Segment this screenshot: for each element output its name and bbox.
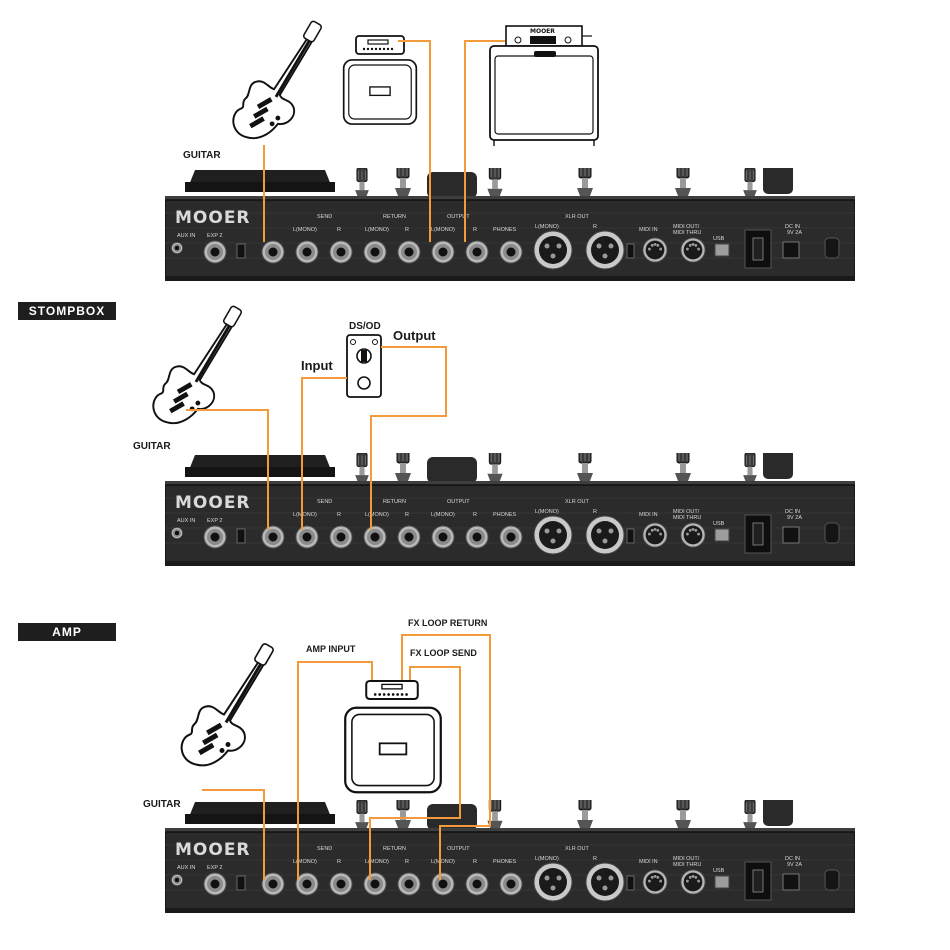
- processor-unit-1: [165, 162, 855, 281]
- ds-od-label: DS/OD: [349, 321, 381, 332]
- cable-output-r: [464, 40, 505, 242]
- head-brand: MOOER: [530, 28, 555, 35]
- section-stompbox: GUITAR DS/OD Input Output: [133, 305, 855, 566]
- input-label: Input: [301, 358, 333, 373]
- power-amp-icon: MOOER: [489, 25, 599, 146]
- stompbox-badge: STOMPBOX: [18, 302, 116, 320]
- cable-send-to-pedal: [301, 377, 347, 530]
- amp-badge: AMP: [18, 623, 116, 641]
- fx-loop-return-label: FX LOOP RETURN: [408, 618, 487, 628]
- cable-fx-send-to-return: [369, 666, 461, 880]
- amp-input-label: AMP INPUT: [306, 644, 356, 654]
- cable-pedal-to-return: [370, 346, 447, 530]
- cable-fx-return-to-output: [401, 634, 491, 880]
- cable-send-to-amp-input: [297, 661, 373, 880]
- processor-unit-3: [165, 794, 855, 913]
- guitar-label: GUITAR: [143, 799, 181, 810]
- guitar-label: GUITAR: [133, 441, 171, 452]
- guitar-icon: [179, 641, 276, 768]
- guitar-icon: [231, 20, 324, 140]
- amp-icon: [343, 679, 443, 794]
- section-main-output: GUITAR MOOER: [165, 20, 855, 281]
- guitar-icon: [151, 305, 244, 425]
- fx-loop-send-label: FX LOOP SEND: [410, 648, 477, 658]
- section-amp: GUITAR AMP INPUT FX LOOP RETURN FX LOOP …: [143, 618, 855, 913]
- guitar-label: GUITAR: [183, 150, 221, 161]
- stompbox-pedal-icon: [346, 334, 382, 398]
- cable-guitar-input: [202, 789, 265, 880]
- amp-combo-icon: [342, 35, 418, 126]
- cable-guitar-input: [186, 409, 269, 530]
- cable-output-l: [398, 40, 431, 242]
- output-label: Output: [393, 328, 436, 343]
